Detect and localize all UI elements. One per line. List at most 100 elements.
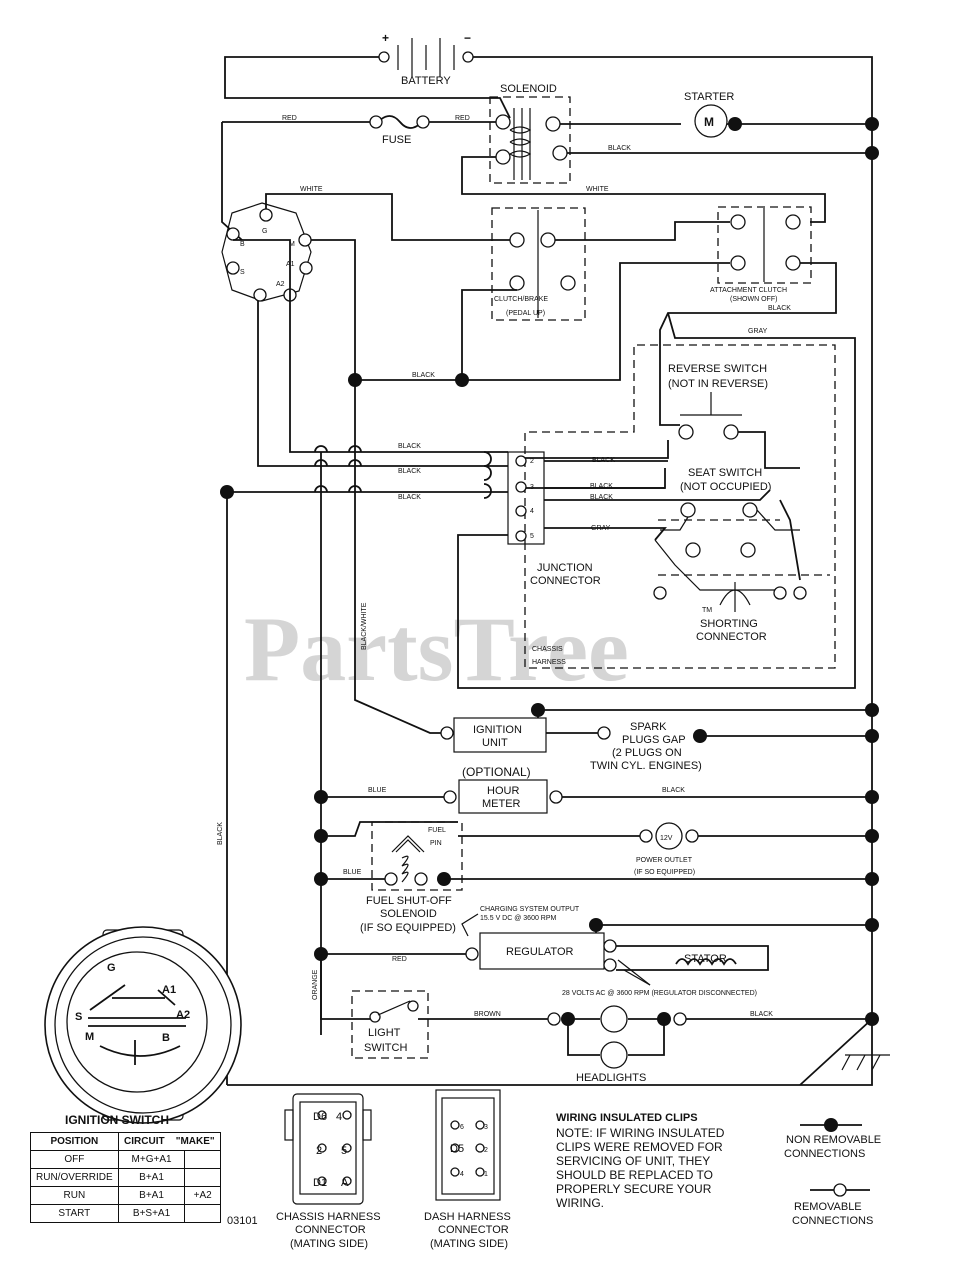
circuit-cell: M+G+A1	[117, 1150, 186, 1169]
battery-plus: +	[382, 31, 389, 45]
hour-meter-box	[458, 779, 548, 814]
legend-removable-1: REMOVABLE	[794, 1201, 862, 1213]
wire-brown: BROWN	[474, 1011, 501, 1018]
wire-gray-j5: GRAY	[591, 525, 611, 532]
make-cell	[184, 1168, 221, 1187]
fuel-solenoid-label-2: SOLENOID	[380, 908, 437, 920]
junction-pin-2: 2	[530, 458, 534, 465]
fuel-solenoid-label-3: (IF SO EQUIPPED)	[360, 922, 456, 934]
header-circuit-make: CIRCUIT "MAKE"	[117, 1132, 222, 1151]
ign-sym-s: S	[75, 1011, 82, 1023]
clutch-brake-label-2: (PEDAL UP)	[506, 310, 545, 317]
legend-non-removable-1: NON REMOVABLE	[786, 1134, 881, 1146]
wire-blue-fuel: BLUE	[343, 869, 362, 876]
make-cell: +A2	[184, 1186, 221, 1205]
wire-black-sol: BLACK	[608, 145, 631, 152]
table-row: RUN/OVERRIDE B+A1	[30, 1168, 221, 1187]
diagram-code: 03101	[227, 1215, 258, 1227]
fuse-label: FUSE	[382, 134, 411, 146]
wire-black-h3: BLACK	[398, 494, 421, 501]
ign-sym-b: B	[162, 1032, 170, 1044]
wire-black-h1: BLACK	[398, 443, 421, 450]
fuel-solenoid-box	[371, 821, 463, 891]
position-cell: OFF	[30, 1150, 119, 1169]
chassis-harness-label-2: HARNESS	[532, 659, 566, 666]
dash-pin-4: 4	[460, 1171, 464, 1178]
circuit-cell: B+S+A1	[117, 1204, 186, 1223]
wire-red-2: RED	[455, 115, 470, 122]
dash-pin-1: 1	[484, 1171, 488, 1178]
chassis-connector-label-1: CHASSIS HARNESS	[276, 1211, 381, 1223]
ign-term-s: S	[240, 269, 245, 276]
ignition-unit-box	[453, 717, 547, 753]
wire-black-j4: BLACK	[590, 494, 613, 501]
ign-sym-a2: A2	[176, 1009, 190, 1021]
starter-label: STARTER	[684, 91, 734, 103]
junction-label-1: JUNCTION	[537, 562, 593, 574]
dash-connector-label-3: (MATING SIDE)	[430, 1238, 508, 1250]
junction-pin-3: 3	[530, 484, 534, 491]
dash-pin-6: 6	[460, 1124, 464, 1131]
wire-blue-hm: BLUE	[368, 787, 387, 794]
battery-minus: −	[464, 31, 471, 45]
legend-non-removable-2: CONNECTIONS	[784, 1148, 865, 1160]
dash-harness-connector	[435, 1089, 501, 1201]
ign-sym-a1: A1	[162, 984, 176, 996]
shorting-connector-label-1: SHORTING	[700, 618, 758, 630]
battery-symbol	[378, 38, 474, 77]
hour-meter-label-2: HOUR	[487, 785, 519, 797]
header-position: POSITION	[30, 1132, 119, 1151]
stator-note: 28 VOLTS AC @ 3600 RPM (REGULATOR DISCON…	[562, 990, 757, 997]
chassis-pin-d1: D1	[313, 1177, 327, 1189]
fuel-label-1: FUEL	[428, 827, 446, 834]
chassis-pin-5: 5	[341, 1145, 347, 1157]
chassis-connector-label-2: CONNECTOR	[295, 1224, 366, 1236]
spark-plugs-label-4: TWIN CYL. ENGINES)	[590, 760, 702, 772]
ignition-switch-title: IGNITION SWITCH	[65, 1113, 169, 1127]
ign-term-m: M	[289, 241, 295, 248]
watermark-tm: TM	[702, 607, 712, 614]
wire-red-1: RED	[282, 115, 297, 122]
wire-black-j3: BLACK	[590, 483, 613, 490]
shorting-connector-label-2: CONNECTOR	[696, 631, 767, 643]
chassis-pin-d6: D6	[313, 1111, 327, 1123]
legend-non-removable-dot	[824, 1118, 838, 1132]
seat-switch-label-2: (NOT OCCUPIED)	[680, 481, 771, 493]
legend-removable-2: CONNECTIONS	[792, 1215, 873, 1227]
battery-label: BATTERY	[401, 75, 451, 87]
junction-pin-4: 4	[530, 508, 534, 515]
header-make: "MAKE"	[175, 1136, 215, 1147]
ign-sym-g: G	[107, 962, 116, 974]
legend-removable-ring	[833, 1183, 847, 1197]
wire-black-main: BLACK	[412, 372, 435, 379]
solenoid-label: SOLENOID	[500, 83, 557, 95]
spark-plugs-label-1: SPARK	[630, 721, 667, 733]
solenoid-box	[489, 96, 571, 184]
seat-switch-label-1: SEAT SWITCH	[688, 467, 762, 479]
ign-term-b: B	[240, 241, 245, 248]
power-outlet-label-2: (IF SO EQUIPPED)	[634, 869, 695, 876]
wire-white-1: WHITE	[300, 186, 323, 193]
note-line-4: SHOULD BE REPLACED TO	[556, 1168, 713, 1182]
spark-plugs-label-3: (2 PLUGS ON	[612, 747, 682, 759]
ign-term-g: G	[262, 228, 267, 235]
attachment-clutch-label-1: ATTACHMENT CLUTCH	[710, 287, 787, 294]
headlights-label: HEADLIGHTS	[576, 1072, 646, 1084]
ign-term-a2: A2	[276, 281, 285, 288]
clutch-brake-box	[491, 207, 586, 321]
note-line-1: NOTE: IF WIRING INSULATED	[556, 1126, 725, 1140]
note-line-6: WIRING.	[556, 1196, 604, 1210]
wire-black-hm: BLACK	[662, 787, 685, 794]
chassis-harness-connector	[284, 1093, 372, 1205]
chassis-harness-label-1: CHASSIS	[532, 646, 563, 653]
note-line-5: PROPERLY SECURE YOUR	[556, 1182, 712, 1196]
starter-m: M	[704, 115, 714, 129]
ignition-switch-connector	[221, 202, 313, 302]
wire-red-reg: RED	[392, 956, 407, 963]
table-row: RUN B+A1 +A2	[30, 1186, 221, 1205]
watermark: PartsTree	[244, 598, 629, 700]
dash-pin-2: 2	[484, 1147, 488, 1154]
position-cell: RUN/OVERRIDE	[30, 1168, 119, 1187]
dash-pin-3: 3	[484, 1124, 488, 1131]
